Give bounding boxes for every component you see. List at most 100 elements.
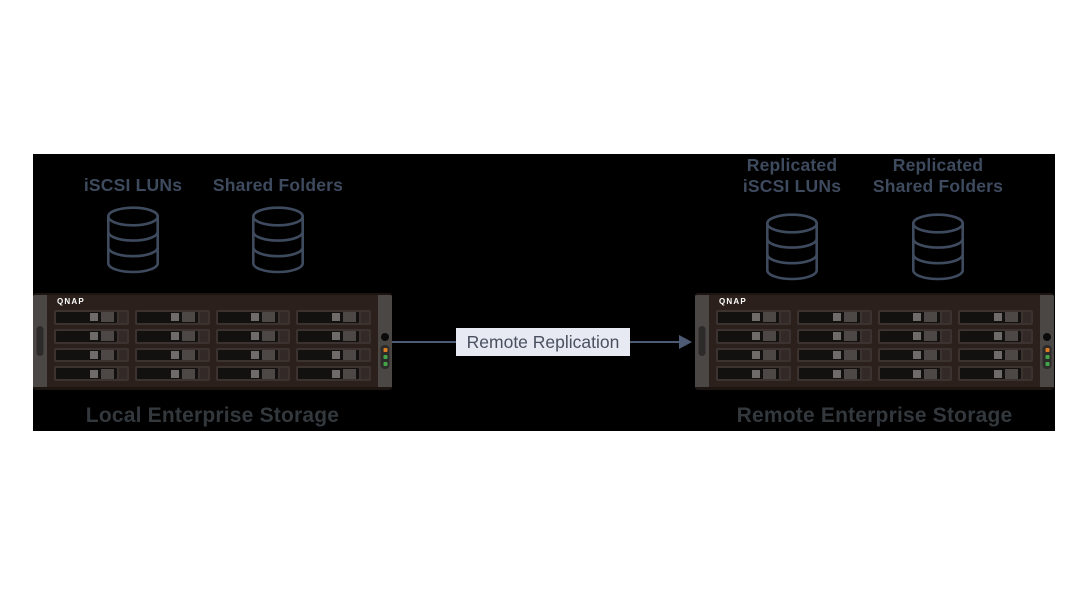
drive-bay [134, 310, 210, 325]
drive-activity-block [332, 332, 340, 341]
drive-bay [296, 328, 371, 344]
drive-activity-block [251, 313, 260, 322]
rack-ear-left [695, 295, 709, 387]
label-text-line1: Replicated [892, 155, 984, 175]
drive-bay-latch [942, 349, 951, 361]
qnap-logo: QNAP [57, 297, 85, 306]
drive-bay [54, 310, 129, 325]
label-text-line1: Replicated [746, 155, 838, 175]
drive-latch-button [100, 331, 114, 342]
drive-bay-window [718, 349, 779, 361]
drive-bay-window [879, 330, 941, 342]
drive-bay [296, 310, 371, 325]
status-led-green [383, 355, 387, 359]
label-text: iSCSI LUNs [83, 175, 183, 195]
drive-latch-button [181, 368, 195, 379]
drive-bay [134, 366, 210, 381]
drive-bay [215, 347, 291, 363]
rack-handle [36, 326, 44, 356]
status-led-bar [380, 345, 390, 369]
drive-activity-block [832, 332, 841, 341]
replication-arrowhead-icon [679, 335, 692, 349]
drive-bay [796, 328, 872, 344]
drive-bay-latch [280, 368, 289, 379]
drive-activity-block [832, 369, 841, 378]
drive-latch-button [100, 312, 114, 323]
drive-latch-button [343, 331, 356, 342]
drive-activity-block [89, 332, 98, 341]
local-shared-folders-label: Shared Folders [213, 175, 343, 196]
drive-latch-button [100, 349, 114, 360]
drive-bay-window [960, 330, 1021, 342]
drive-bay-window [960, 312, 1021, 323]
drive-latch-button [181, 349, 195, 360]
drive-latch-button [924, 368, 938, 379]
drive-latch-button [181, 331, 195, 342]
drive-activity-block [170, 350, 179, 359]
drive-bay-window [217, 349, 279, 361]
drive-bay-latch [1023, 349, 1031, 361]
remote-iscsi-luns-label: Replicated iSCSI LUNs [743, 155, 841, 197]
drive-latch-button [262, 368, 276, 379]
drive-bay-window [217, 368, 279, 379]
local-server-title: Local Enterprise Storage [85, 404, 340, 427]
drive-latch-button [343, 368, 356, 379]
drive-bay [296, 347, 371, 363]
drive-bay-window [798, 330, 860, 342]
drive-latch-button [843, 349, 857, 360]
drive-latch-button [924, 349, 938, 360]
drive-latch-button [262, 312, 276, 323]
drive-bay-window [56, 368, 117, 379]
drive-activity-block [994, 369, 1002, 378]
drive-bay-window [298, 368, 359, 379]
drive-bay-window [56, 330, 117, 342]
drive-bay [877, 347, 953, 363]
drive-bay-latch [199, 330, 208, 342]
drive-bay-latch [942, 368, 951, 379]
drive-bay-latch [280, 349, 289, 361]
drive-activity-block [251, 350, 260, 359]
drive-activity-block [170, 313, 179, 322]
drive-bay-window [718, 330, 779, 342]
qnap-logo: QNAP [719, 297, 747, 306]
drive-latch-button [343, 312, 356, 323]
drive-bay-latch [280, 330, 289, 342]
drive-activity-block [89, 313, 98, 322]
drive-bay-latch [861, 312, 870, 323]
drive-activity-block [751, 350, 760, 359]
drive-bay-window [136, 349, 198, 361]
drive-bay-latch [942, 312, 951, 323]
drive-bay-latch [199, 349, 208, 361]
drive-latch-button [262, 349, 276, 360]
drive-activity-block [751, 313, 760, 322]
drive-bay-latch [118, 368, 127, 379]
rack-handle [698, 326, 706, 356]
drive-bay-window [798, 349, 860, 361]
database-icon [106, 206, 160, 274]
drive-latch-button [843, 312, 857, 323]
drive-activity-block [251, 369, 260, 378]
drive-bay-window [136, 312, 198, 323]
drive-activity-block [751, 332, 760, 341]
drive-activity-block [89, 350, 98, 359]
label-text: Shared Folders [212, 175, 344, 195]
drive-bay [134, 347, 210, 363]
drive-bay-latch [780, 312, 789, 323]
drive-bay-latch [942, 330, 951, 342]
drive-activity-block [332, 350, 340, 359]
drive-bay-latch [780, 330, 789, 342]
drive-bay [54, 366, 129, 381]
drive-latch-button [762, 368, 776, 379]
remote-storage-server: QNAP [695, 293, 1054, 390]
drive-bay-latch [780, 368, 789, 379]
drive-bay [215, 366, 291, 381]
drive-latch-button [181, 312, 195, 323]
drive-activity-block [832, 350, 841, 359]
drive-bay [716, 328, 791, 344]
drive-latch-button [262, 331, 276, 342]
drive-activity-block [913, 332, 922, 341]
drive-bay-latch [1023, 330, 1031, 342]
drive-bay [958, 347, 1033, 363]
drive-bay [134, 328, 210, 344]
